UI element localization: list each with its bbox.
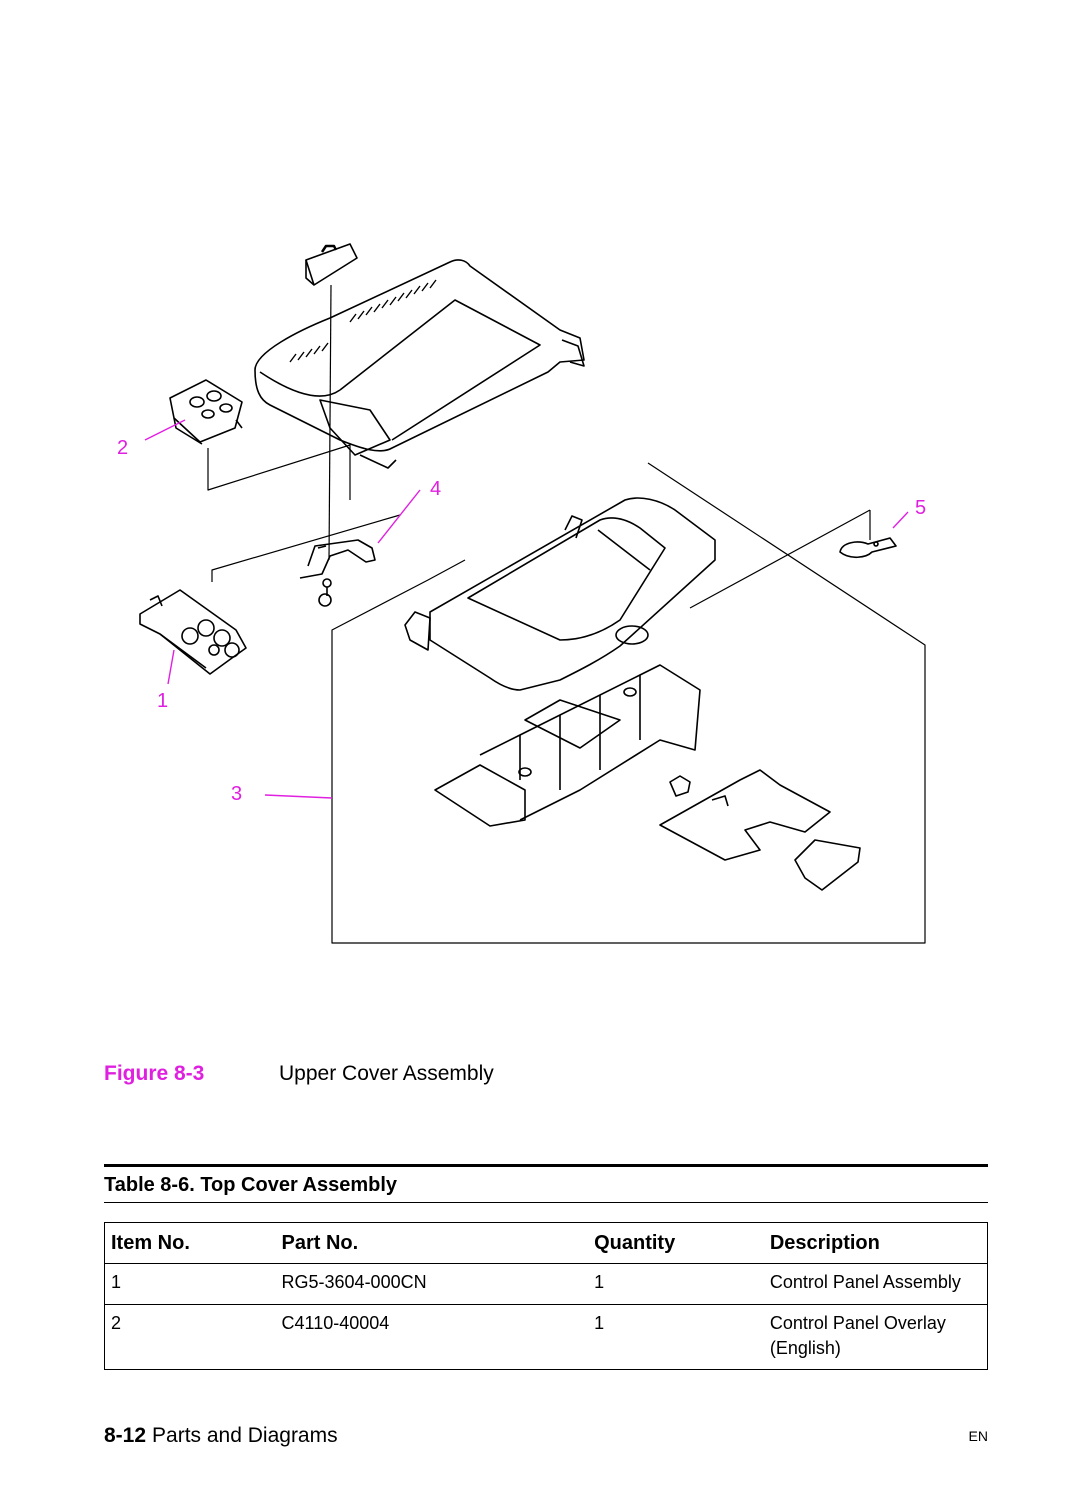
cell-part-no: RG5-3604-000CN <box>275 1263 589 1305</box>
table-header-row: Item No. Part No. Quantity Description <box>103 1222 988 1264</box>
header-item-no: Item No. <box>103 1222 276 1264</box>
table-row: 2 C4110-40004 1 Control Panel Overlay (E… <box>103 1303 988 1371</box>
table-title-rule-bottom <box>104 1202 988 1203</box>
page-number: 8-12 <box>104 1424 147 1447</box>
section-name: Parts and Diagrams <box>152 1424 338 1447</box>
rear-cover-part <box>404 497 716 691</box>
callout-5: 5 <box>915 497 927 519</box>
figure-label: Figure 8-3 <box>104 1062 205 1085</box>
callout-3: 3 <box>231 783 243 805</box>
cell-description: Control Panel Assembly <box>763 1263 988 1305</box>
header-part-no: Part No. <box>275 1222 589 1264</box>
top-cap-part <box>305 243 358 286</box>
figure-title: Upper Cover Assembly <box>279 1062 494 1085</box>
callout-4: 4 <box>430 478 442 500</box>
part-2-overlay <box>169 379 243 445</box>
cell-description: Control Panel Overlay (English) <box>763 1303 988 1371</box>
cell-quantity: 1 <box>588 1303 764 1371</box>
upper-cover-part <box>254 259 585 469</box>
part-1-control-panel <box>139 589 247 675</box>
parts-table: Item No. Part No. Quantity Description 1… <box>103 1222 988 1371</box>
table-row: 1 RG5-3604-000CN 1 Control Panel Assembl… <box>103 1263 988 1305</box>
cell-item-no: 2 <box>103 1303 276 1371</box>
header-quantity: Quantity <box>588 1222 764 1264</box>
cell-item-no: 1 <box>103 1263 276 1305</box>
language-code: EN <box>968 1428 988 1444</box>
part-5-spring <box>839 537 897 559</box>
callout-1: 1 <box>157 690 169 712</box>
cell-quantity: 1 <box>588 1263 764 1305</box>
callout-2: 2 <box>117 437 129 459</box>
cell-part-no: C4110-40004 <box>275 1303 589 1371</box>
part-4-bracket <box>299 539 376 607</box>
figure-caption: Figure 8-3 Upper Cover Assembly <box>104 1062 494 1086</box>
header-description: Description <box>763 1222 988 1264</box>
table-title: Table 8-6. Top Cover Assembly <box>104 1174 398 1196</box>
lower-tray-part <box>434 664 861 891</box>
upper-cover-exploded-diagram <box>139 243 926 944</box>
table-title-rule-top <box>104 1164 988 1167</box>
